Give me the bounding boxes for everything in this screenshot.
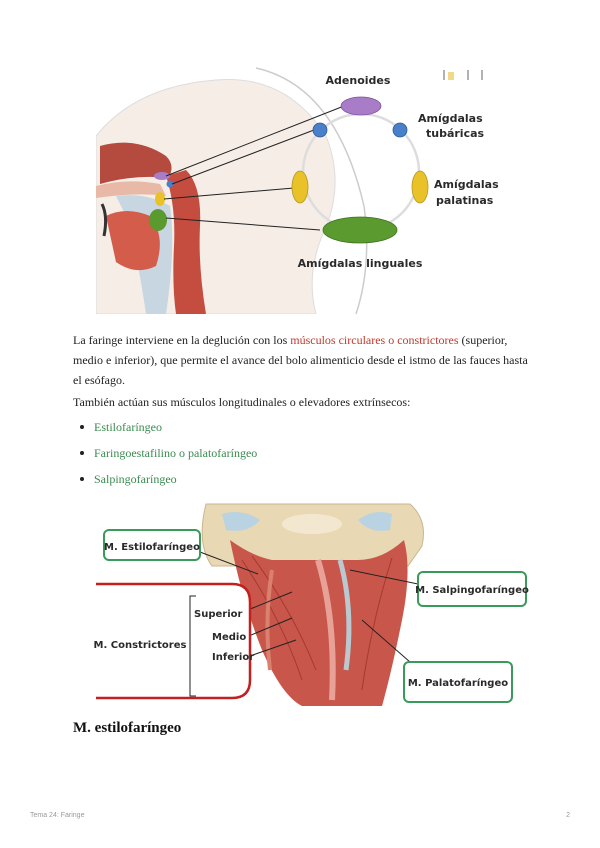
tubarica-left-shape: [313, 123, 327, 137]
label-inferior: Inferior: [212, 652, 254, 663]
palatina-right-shape: [412, 171, 428, 203]
waldeyer-ring-figure: Adenoides Amígdalas tubáricas Amígdalas …: [96, 66, 520, 314]
longitudinal-muscles-paragraph: También actúan sus músculos longitudinal…: [73, 392, 533, 412]
muscle-list: Estilofaríngeo Faringoestafilino o palat…: [80, 414, 257, 492]
palatina-left-shape: [292, 171, 308, 203]
list-item-label: Estilofaríngeo: [94, 417, 162, 437]
label-adenoides: Adenoides: [326, 74, 391, 87]
highlight-constrictores: músculos circulares o constrictores: [290, 333, 458, 347]
pharyngeal-muscles-illustration: M. Estilofaríngeo M. Salpingofaríngeo M.…: [92, 500, 532, 706]
tubarica-right-shape: [393, 123, 407, 137]
list-item: Estilofaríngeo: [80, 414, 257, 440]
bullet-icon: [80, 477, 84, 481]
label-tubaricas-line1: Amígdalas: [418, 112, 483, 125]
bullet-icon: [80, 451, 84, 455]
list-item-label: Salpingofaríngeo: [94, 469, 177, 489]
label-palatofaringeo: M. Palatofaríngeo: [408, 677, 508, 689]
label-superior: Superior: [194, 609, 242, 620]
section-heading: M. estilofaríngeo: [73, 720, 181, 737]
label-palatinas-line2: palatinas: [436, 194, 494, 207]
label-medio: Medio: [212, 632, 246, 643]
list-item: Salpingofaríngeo: [80, 466, 257, 492]
label-constrictores: M. Constrictores: [94, 640, 187, 651]
lingual-shape: [323, 217, 397, 243]
label-linguales: Amígdalas linguales: [298, 257, 423, 270]
label-estilofaringeo: M. Estilofaríngeo: [104, 541, 200, 553]
list-item: Faringoestafilino o palatofaríngeo: [80, 440, 257, 466]
paragraph-text-before: La faringe interviene en la deglución co…: [73, 333, 290, 347]
waldeyer-ring-illustration: Adenoides Amígdalas tubáricas Amígdalas …: [96, 66, 520, 314]
page-number: 2: [566, 812, 570, 819]
footer-title: Tema 24: Faringe: [30, 812, 84, 819]
pharyngeal-muscles-figure: M. Estilofaríngeo M. Salpingofaríngeo M.…: [92, 500, 532, 706]
label-salpingofaringeo: M. Salpingofaríngeo: [415, 584, 529, 596]
bullet-icon: [80, 425, 84, 429]
intro-paragraph: La faringe interviene en la deglución co…: [73, 330, 533, 390]
adenoides-shape: [341, 97, 381, 115]
label-palatinas-line1: Amígdalas: [434, 178, 499, 191]
list-item-label: Faringoestafilino o palatofaríngeo: [94, 443, 257, 463]
label-tubaricas-line2: tubáricas: [426, 127, 485, 140]
